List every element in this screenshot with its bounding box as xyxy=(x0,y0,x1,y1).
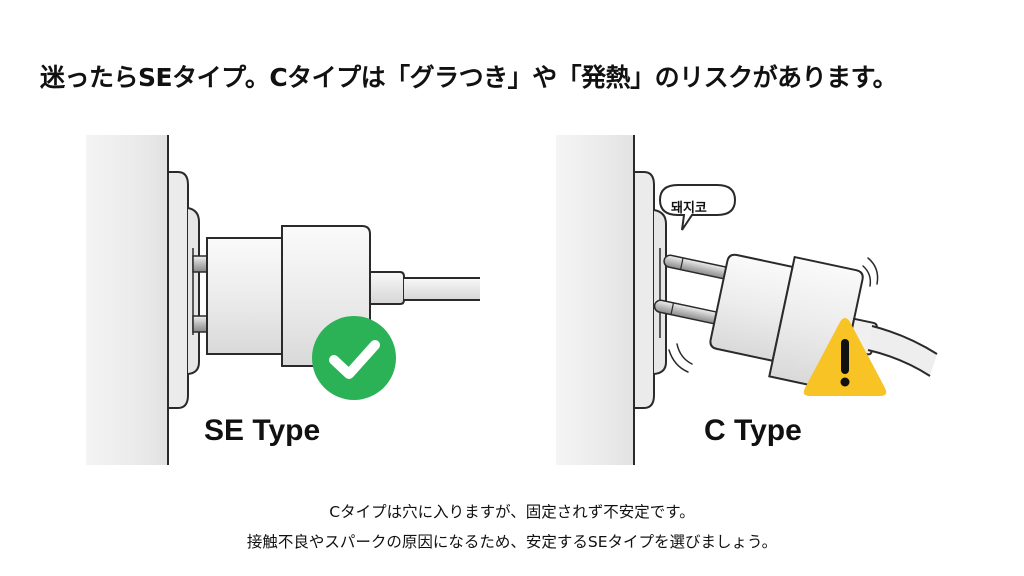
c-type-panel: 돼지코 C Type xyxy=(532,130,972,465)
wall xyxy=(86,135,169,465)
wall xyxy=(556,135,635,465)
se-type-label: SE Type xyxy=(204,414,321,447)
c-type-illustration xyxy=(556,135,938,465)
caption-line-1: Cタイプは穴に入りますが、固定されず不安定です。 xyxy=(329,503,695,521)
outlet-plate xyxy=(167,171,200,409)
cable xyxy=(867,325,938,377)
check-circle-icon xyxy=(312,316,396,400)
page-title: 迷ったらSEタイプ。Cタイプは「グラつき」や「発熱」のリスクがあります。 xyxy=(40,63,898,92)
plug-head xyxy=(206,237,283,355)
speech-bubble-text: 돼지코 xyxy=(671,201,707,216)
se-type-panel: SE Type xyxy=(62,130,502,465)
se-type-illustration xyxy=(86,135,480,465)
speech-bubble xyxy=(658,184,737,231)
cable xyxy=(369,271,480,305)
plug-head xyxy=(709,253,794,362)
c-type-label: C Type xyxy=(704,414,802,447)
wobble-lines-icon xyxy=(668,257,879,373)
outlet-plate xyxy=(633,171,667,409)
caption-line-2: 接触不良やスパークの原因になるため、安定するSEタイプを選びましょう。 xyxy=(246,533,778,551)
warning-triangle-icon xyxy=(803,318,887,396)
